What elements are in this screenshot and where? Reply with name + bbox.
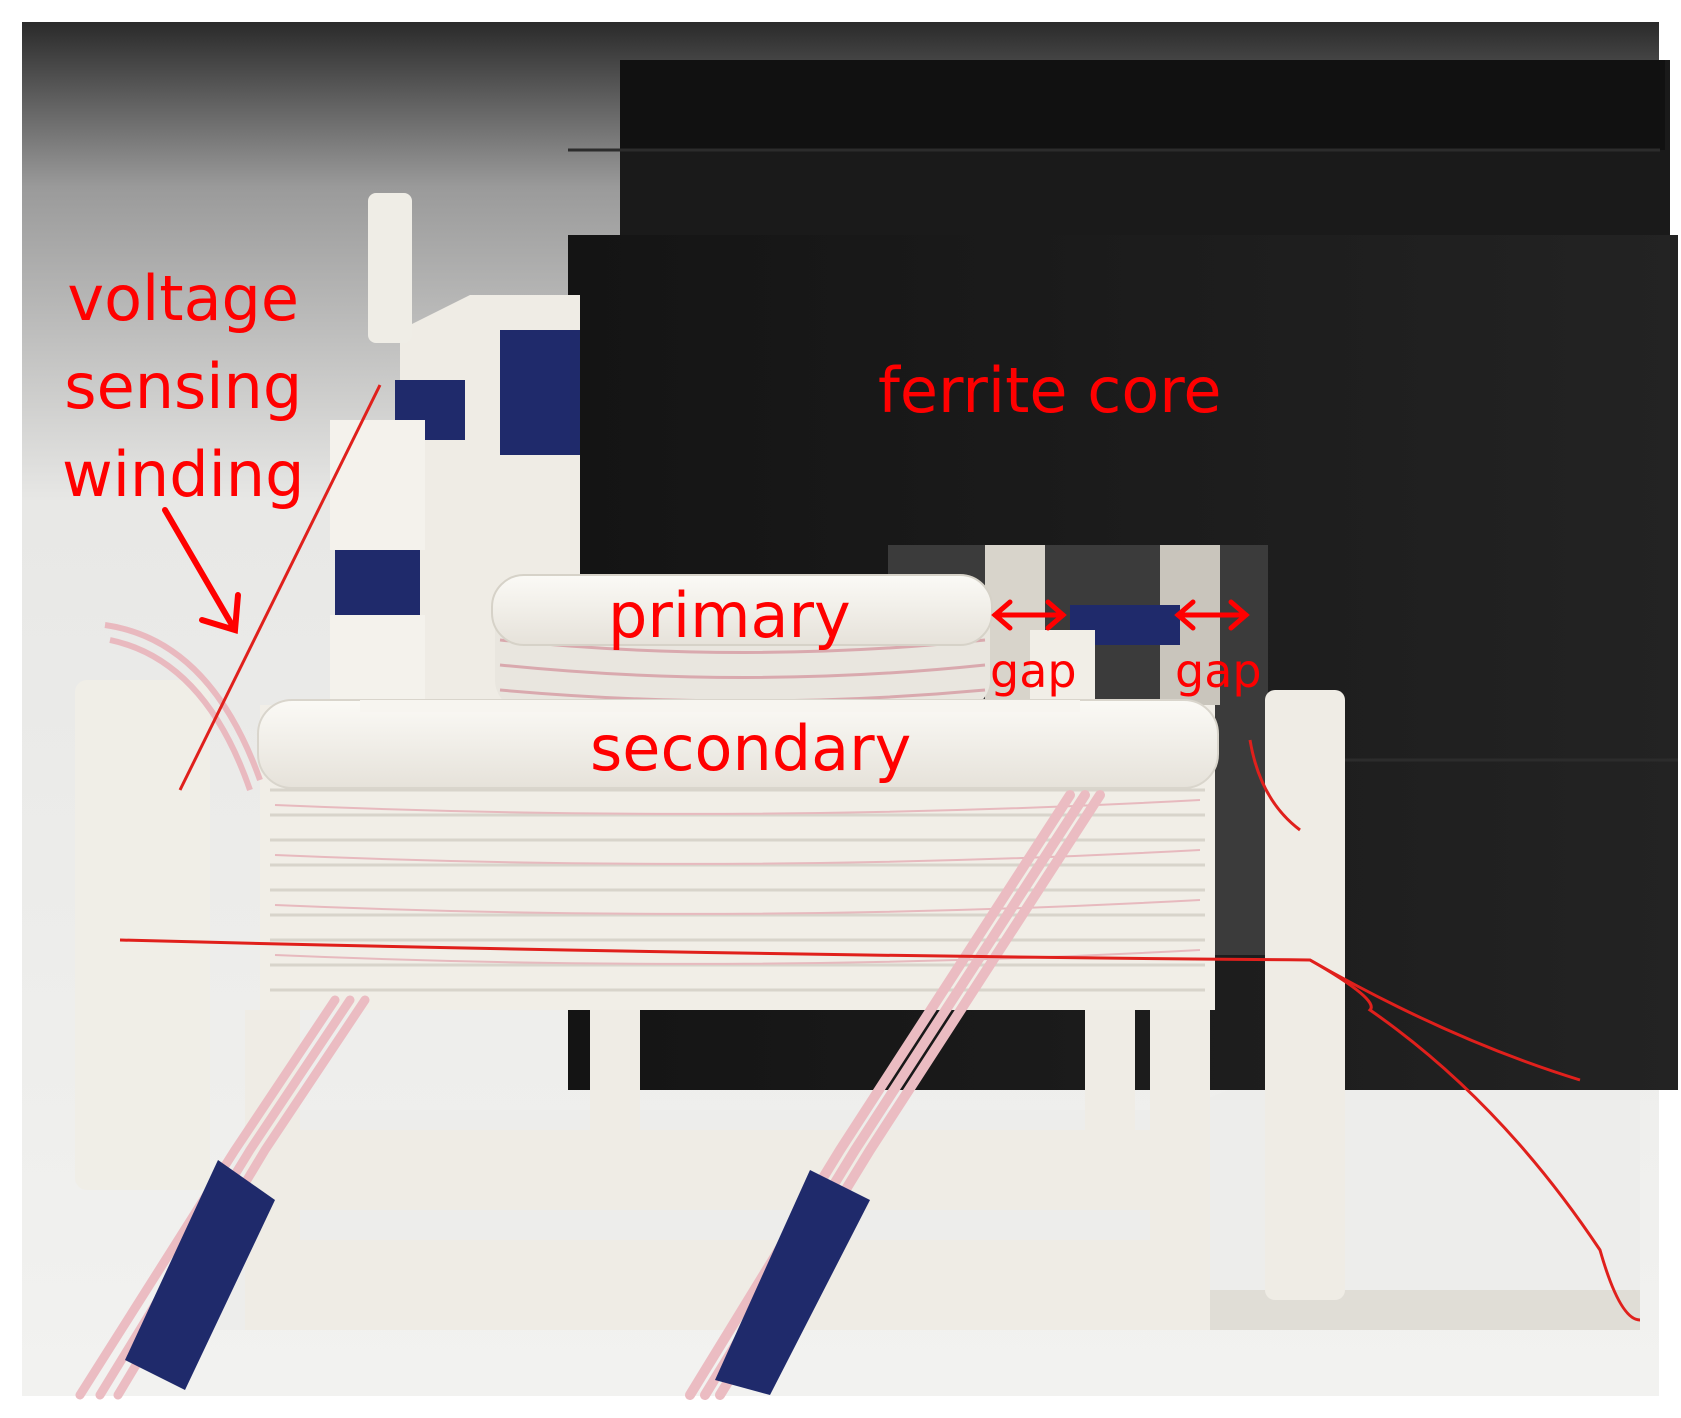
gap-left-label: gap [990,644,1077,698]
litz-wires-top-left [104,622,263,791]
front-post-left [75,680,210,1190]
secondary-bobbin [257,630,1219,1010]
primary-bobbin [491,574,993,710]
ferrite-core-label: ferrite core [878,354,1222,427]
voltage-sensing-winding-label: voltage sensing winding [62,255,304,519]
label-line-winding: winding [62,438,305,511]
front-post-right [1265,690,1345,1300]
secondary-label: secondary [590,712,912,785]
voltage-winding-arrow [162,507,241,634]
label-line-voltage: voltage [67,262,300,335]
rear-post-left [368,193,412,343]
support-frame [245,1010,1210,1330]
blue-sleeves [125,1160,870,1395]
gap-arrow-left [991,599,1067,631]
back-bobbin-frame [330,295,1180,740]
gap-right-label: gap [1175,644,1262,698]
gap-arrow-right [1174,599,1250,631]
primary-label: primary [608,579,851,652]
voltage-sense-wire [119,384,1641,1322]
label-line-sensing: sensing [64,350,303,423]
